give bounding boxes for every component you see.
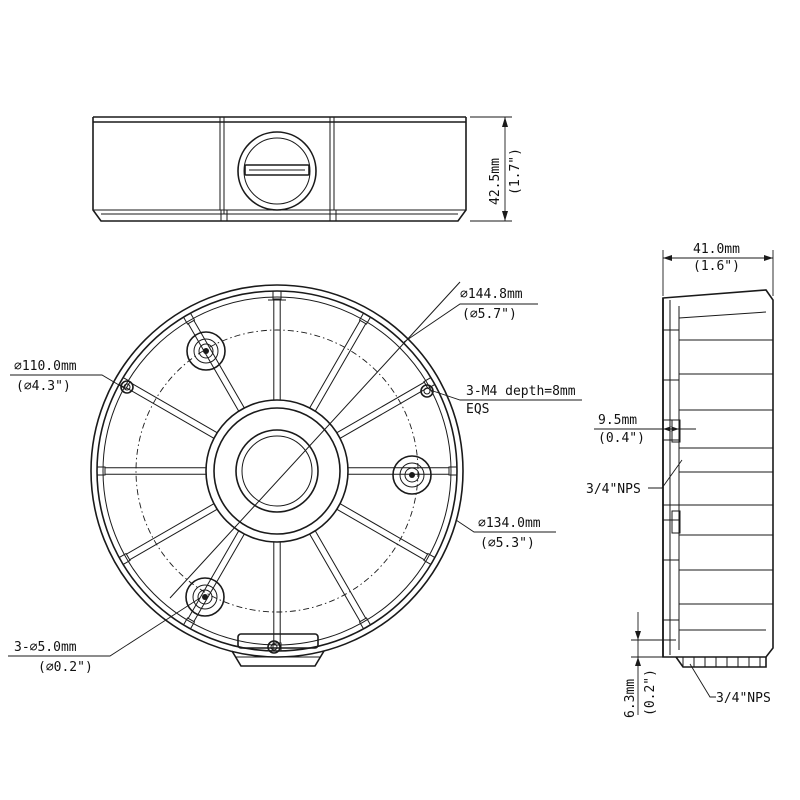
side-section-view xyxy=(662,289,774,668)
height-dimension: 42.5mm (1.7") xyxy=(470,116,523,222)
side-view-dimensions: 41.0mm (1.6") 9.5mm (0.4") 3/4"NPS 6.3mm… xyxy=(586,242,774,718)
thread-lower-label: 3/4"NPS xyxy=(716,691,771,706)
inner-circle-mm-label: ∅134.0mm xyxy=(478,516,541,531)
rib-end-tab xyxy=(182,312,196,325)
front-plan-view xyxy=(90,281,464,667)
rib-line xyxy=(309,320,361,409)
rib-end-tab xyxy=(118,552,131,566)
rib-end-tab xyxy=(358,312,372,325)
bolt-circle-in-label: (∅4.3") xyxy=(16,379,71,394)
depth-mm-label: 41.0mm xyxy=(693,242,740,257)
rib-line xyxy=(129,508,218,561)
height-mm-label: 42.5mm xyxy=(488,158,503,205)
rib-line xyxy=(336,381,425,434)
rib-line xyxy=(314,323,367,412)
mount-post-right xyxy=(392,455,432,495)
mount-note-line2: EQS xyxy=(466,402,489,417)
rib-line xyxy=(193,533,245,622)
rib-line xyxy=(339,387,428,439)
radial-ribs xyxy=(96,290,458,652)
rib-end-tab xyxy=(358,617,372,630)
rib-end-tab xyxy=(182,617,196,630)
base-in-label: (0.2") xyxy=(643,669,658,716)
rib-line xyxy=(187,530,240,619)
rib-line xyxy=(314,530,367,619)
rib-line xyxy=(336,508,425,561)
thread-upper-label: 3/4"NPS xyxy=(586,482,641,497)
front-view-callouts: ∅144.8mm (∅5.7") ∅110.0mm (∅4.3") 3-M4 d… xyxy=(8,287,582,675)
height-in-label: (1.7") xyxy=(508,148,523,195)
depth-in-label: (1.6") xyxy=(693,259,740,274)
rib-line xyxy=(126,503,215,555)
mount-post-top-left xyxy=(186,331,226,371)
rib-line xyxy=(309,533,361,622)
outer-diameter-in-label: (∅5.7") xyxy=(462,307,517,322)
offset-mm-label: 9.5mm xyxy=(598,413,637,428)
rib-line xyxy=(126,387,215,439)
base-mm-label: 6.3mm xyxy=(623,679,638,718)
mount-note-line1: 3-M4 depth=8mm xyxy=(466,384,576,399)
offset-in-label: (0.4") xyxy=(598,431,645,446)
outer-diameter-mm-label: ∅144.8mm xyxy=(460,287,523,302)
mount-post-bottom-left xyxy=(185,577,225,617)
holes-mm-label: 3-∅5.0mm xyxy=(14,640,77,655)
rib-end-tab xyxy=(448,466,458,476)
rib-end-tab xyxy=(96,466,106,476)
rib-end-tab xyxy=(272,642,282,652)
inner-circle-in-label: (∅5.3") xyxy=(480,536,535,551)
rib-line xyxy=(129,381,218,434)
rib-line xyxy=(187,323,240,412)
top-elevation-view xyxy=(92,116,467,222)
rib-end-tab xyxy=(118,376,131,390)
rib-end-tab xyxy=(272,290,282,300)
holes-in-label: (∅0.2") xyxy=(38,660,93,675)
rib-end-tab xyxy=(423,552,436,566)
bolt-circle-mm-label: ∅110.0mm xyxy=(14,359,77,374)
rib-line xyxy=(339,503,428,555)
